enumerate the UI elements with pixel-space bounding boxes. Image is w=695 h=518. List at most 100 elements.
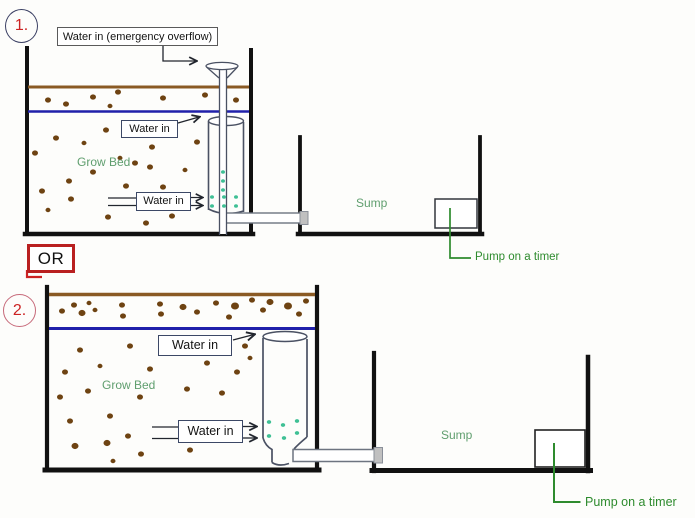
dot <box>219 390 225 396</box>
pump2-box <box>534 429 586 468</box>
dot <box>184 386 190 392</box>
standpipe2-funnel-bottom <box>271 461 290 466</box>
dot <box>107 103 113 109</box>
water-in-top-arrow1 <box>177 117 199 124</box>
dot <box>234 369 240 375</box>
dot <box>90 169 96 175</box>
dot <box>147 164 153 170</box>
water-in-top-arrow2 <box>232 335 254 341</box>
pump1-pointer-line <box>449 208 471 259</box>
dot <box>221 170 225 174</box>
dot <box>210 204 214 208</box>
dot <box>187 447 193 453</box>
dot <box>59 308 65 314</box>
pump1-box <box>434 198 478 229</box>
dot <box>110 458 116 464</box>
grow-bed-text-1: Grow Bed <box>77 155 131 169</box>
dot <box>103 127 109 133</box>
dot <box>281 436 287 440</box>
dot <box>280 423 286 427</box>
dot <box>294 419 300 423</box>
dot <box>78 309 86 317</box>
dot <box>107 413 113 419</box>
dot <box>233 97 239 103</box>
dot <box>202 92 208 98</box>
dot <box>222 195 226 199</box>
dot <box>204 360 210 366</box>
dot <box>249 297 255 303</box>
dot <box>221 188 225 192</box>
dot <box>45 97 51 103</box>
dot <box>160 95 166 101</box>
dot <box>147 366 153 372</box>
dot <box>117 155 123 161</box>
dot <box>158 311 164 317</box>
dot <box>294 431 300 435</box>
dot <box>103 439 111 447</box>
overflow-arrow1 <box>162 46 196 61</box>
dot <box>92 307 98 313</box>
dot <box>81 140 87 146</box>
sump-label-2: Sump <box>441 428 481 442</box>
dot <box>210 195 214 199</box>
overflow-label-box: Water in (emergency overflow) <box>57 27 218 46</box>
dot <box>149 144 155 150</box>
sump-text-2: Sump <box>441 428 473 442</box>
dot <box>213 300 219 306</box>
dot <box>266 420 272 424</box>
dot <box>119 302 125 308</box>
dot <box>68 196 74 202</box>
standpipe2-top-opening <box>262 330 308 343</box>
dot <box>160 184 166 190</box>
dot <box>45 207 51 213</box>
sump-text-1: Sump <box>356 196 388 210</box>
water-in-bottom-feed-lines1 <box>108 197 136 207</box>
water-in-bottom-label-1: Water in <box>143 195 184 207</box>
grow-bed-text-2: Grow Bed <box>102 378 156 392</box>
standpipe2-funnel-left <box>262 437 273 463</box>
water-in-bottom-label-box-2: Water in <box>178 420 243 443</box>
dot <box>194 139 200 145</box>
dot <box>132 160 138 166</box>
diagram1-number-badge: 1. <box>5 9 38 43</box>
growbed2-media-dots-upper <box>59 297 309 320</box>
dot <box>66 178 72 184</box>
dot <box>71 302 77 308</box>
dot <box>77 347 83 353</box>
diagram1-number-label: 1. <box>14 17 29 34</box>
dot <box>303 298 309 304</box>
dot <box>53 135 59 141</box>
dot <box>137 394 143 400</box>
dot <box>226 314 232 320</box>
dot <box>260 307 266 313</box>
standpipe2-funnel-right <box>293 436 308 450</box>
water-in-top-label-2: Water in <box>171 338 219 353</box>
drain-pipe1 <box>221 212 303 224</box>
dot <box>266 434 272 438</box>
dot <box>296 311 302 317</box>
drain-pipe2-end-cap <box>373 447 383 464</box>
dot <box>234 195 238 199</box>
overflow-label: Water in (emergency overflow) <box>62 30 213 43</box>
growbed1-media-dots-upper <box>45 89 239 109</box>
pump-label-2: Pump on a timer <box>585 495 690 509</box>
dot <box>179 303 187 311</box>
pump-text-2: Pump on a timer <box>585 495 677 509</box>
dot <box>266 298 274 306</box>
water-in-top-label-box-2: Water in <box>158 335 232 356</box>
dot <box>57 394 63 400</box>
dot <box>85 388 91 394</box>
water-in-bottom-label-2: Water in <box>187 424 234 439</box>
dot <box>115 89 121 95</box>
dot <box>157 301 163 307</box>
standpipe2-water-dots <box>266 419 300 440</box>
diagram2-number-label: 2. <box>12 301 27 319</box>
dot <box>105 214 111 220</box>
dot <box>67 418 73 424</box>
grow-bed-label-1: Grow Bed <box>77 155 137 169</box>
sump-label-1: Sump <box>356 196 396 210</box>
dot <box>63 101 69 107</box>
or-label: OR <box>37 248 65 268</box>
